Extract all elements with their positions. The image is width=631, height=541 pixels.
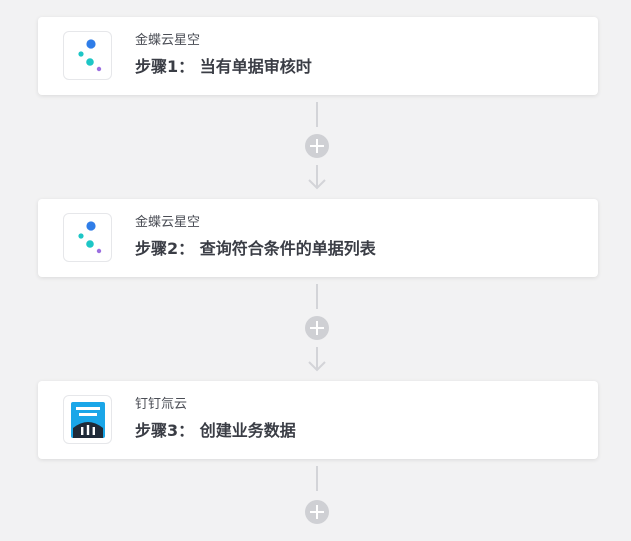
dingtalk-h3yun-icon — [63, 395, 112, 444]
step-title: 步骤1： 当有单据审核时 — [135, 57, 312, 76]
step-connector-3 — [300, 464, 334, 534]
step-card-1[interactable]: 金蝶云星空 步骤1： 当有单据审核时 — [38, 17, 598, 95]
step-title: 步骤3： 创建业务数据 — [135, 421, 296, 440]
connector-line — [316, 466, 318, 491]
step-connector-1 — [300, 100, 334, 195]
connector-line — [316, 102, 318, 127]
step-app-name: 金蝶云星空 — [135, 33, 201, 48]
add-step-button[interactable] — [305, 134, 329, 158]
step-app-name: 金蝶云星空 — [135, 215, 201, 230]
arrow-down-icon — [308, 165, 326, 190]
step-card-2[interactable]: 金蝶云星空 步骤2： 查询符合条件的单据列表 — [38, 199, 598, 277]
kingdee-cloud-icon — [63, 213, 112, 262]
kingdee-cloud-icon — [63, 31, 112, 80]
step-connector-2 — [300, 282, 334, 377]
add-step-button[interactable] — [305, 500, 329, 524]
step-card-3[interactable]: 钉钉氚云 步骤3： 创建业务数据 — [38, 381, 598, 459]
step-title: 步骤2： 查询符合条件的单据列表 — [135, 239, 376, 258]
connector-line — [316, 284, 318, 309]
arrow-down-icon — [308, 347, 326, 372]
add-step-button[interactable] — [305, 316, 329, 340]
step-app-name: 钉钉氚云 — [135, 397, 188, 412]
